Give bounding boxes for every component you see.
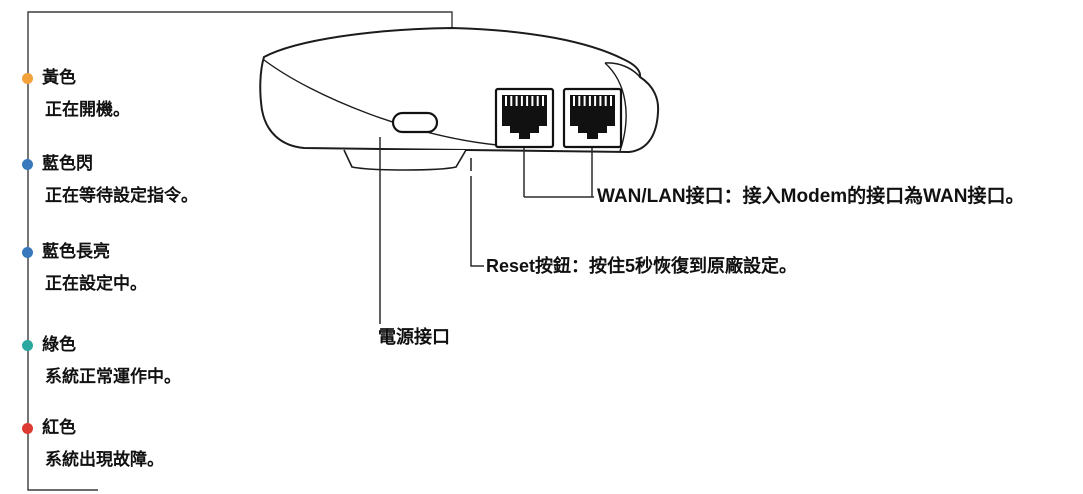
power-callout-label: 電源接口 <box>378 327 450 347</box>
reset-leader <box>470 176 484 267</box>
led-indicator-leader-line <box>27 11 453 491</box>
legend-title-blue-flash: 藍色閃 <box>42 154 93 173</box>
device-crease-line <box>263 59 498 146</box>
status-dot-green-icon <box>22 340 33 351</box>
power-port-icon <box>391 111 439 134</box>
legend-item-green: 綠色 系統正常運作中。 <box>22 333 181 389</box>
legend-desc-blue-flash: 正在等待設定指令。 <box>45 186 198 205</box>
reset-callout-label: Reset按鈕：按住5秒恢復到原廠設定。 <box>486 256 798 276</box>
status-dot-blue-solid-icon <box>22 247 33 258</box>
legend-title-red: 紅色 <box>42 418 76 437</box>
legend-desc-green: 系統正常運作中。 <box>45 367 181 386</box>
ethernet-port-1-icon <box>494 87 555 149</box>
legend-title-blue-solid: 藍色長亮 <box>42 242 110 261</box>
legend-desc-red: 系統出現故障。 <box>45 450 164 469</box>
device-fold-line <box>604 62 627 152</box>
base-foot <box>343 149 467 171</box>
status-dot-yellow-icon <box>22 73 33 84</box>
callout-leader-lines <box>379 137 594 324</box>
legend-item-blue-flash: 藍色閃 正在等待設定指令。 <box>22 152 198 208</box>
legend-item-blue-solid: 藍色長亮 正在設定中。 <box>22 240 147 296</box>
legend-title-green: 綠色 <box>42 335 76 354</box>
device-curl-detail <box>604 62 641 78</box>
status-dot-blue-flash-icon <box>22 159 33 170</box>
ethernet-port-2-icon <box>562 87 623 149</box>
legend-title-yellow: 黃色 <box>42 68 76 87</box>
legend-desc-blue-solid: 正在設定中。 <box>45 274 147 293</box>
legend-desc-yellow: 正在開機。 <box>45 100 130 119</box>
legend-item-red: 紅色 系統出現故障。 <box>22 416 164 472</box>
legend-item-yellow: 黃色 正在開機。 <box>22 66 130 122</box>
wan-lan-callout-label: WAN/LAN接口：接入Modem的接口為WAN接口。 <box>597 186 1025 207</box>
status-dot-red-icon <box>22 423 33 434</box>
